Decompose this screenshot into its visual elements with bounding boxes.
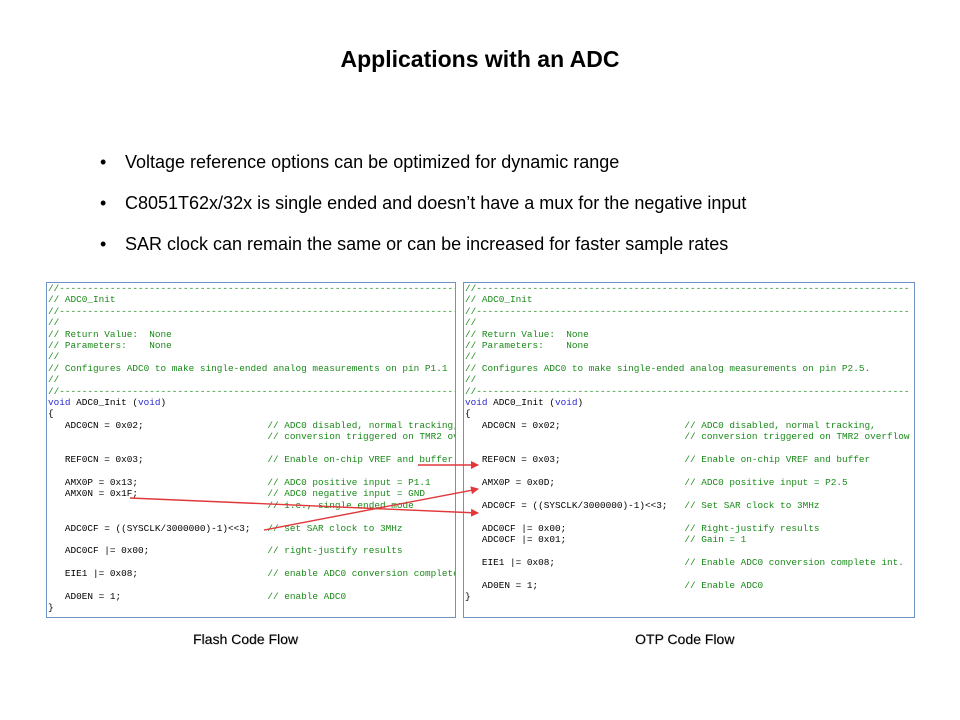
code-line: ADC0CN = 0x02; // ADC0 disabled, normal … [465, 419, 876, 431]
flash-code-listing: //--------------------------------------… [47, 283, 456, 614]
code-line: // [48, 317, 60, 329]
code-line: void ADC0_Init (void) [48, 397, 167, 409]
code-line: ​ [465, 545, 909, 556]
code-line: //--------------------------------------… [48, 385, 456, 397]
code-line: ​ [465, 568, 909, 579]
code-line: ​ [465, 443, 909, 454]
code-line: // [465, 317, 477, 329]
code-line: // i.e., single ended mode [267, 499, 414, 511]
code-line: AD0EN = 1; // Enable ADC0 [465, 579, 764, 591]
code-line: // Return Value: None [465, 328, 589, 340]
code-line: //--------------------------------------… [465, 385, 910, 397]
bullet-text: Voltage reference options can be optimiz… [125, 152, 620, 172]
code-line: // [48, 374, 60, 386]
code-line: AMX0P = 0x13; // ADC0 positive input = P… [48, 476, 431, 488]
code-line: // ADC0_Init [48, 294, 116, 306]
code-line: ​ [465, 511, 909, 522]
code-line: ​ [48, 511, 455, 522]
otp-code-panel: //--------------------------------------… [463, 282, 915, 618]
code-line: ​ [465, 466, 909, 477]
code-line: AD0EN = 1; // enable ADC0 [48, 590, 347, 602]
bullet-item: • SAR clock can remain the same or can be… [98, 232, 746, 273]
code-line: // Parameters: None [465, 340, 589, 352]
code-line: // [48, 351, 60, 363]
code-line: // conversion triggered on TMR2 overflow [684, 431, 910, 443]
bullet-item: • C8051T62x/32x is single ended and doesn… [98, 191, 746, 232]
code-line: ​ [48, 557, 455, 568]
code-line: // Configures ADC0 to make single-ended … [48, 362, 448, 374]
code-line: ADC0CF |= 0x00; // right-justify results [48, 545, 403, 557]
code-line: ADC0CF |= 0x01; // Gain = 1 [465, 533, 747, 545]
code-line: AMX0P = 0x0D; // ADC0 positive input = P… [465, 476, 848, 488]
code-line: ADC0CN = 0x02; // ADC0 disabled, normal … [48, 419, 456, 431]
bullet-dot-icon: • [100, 152, 107, 172]
bullet-text: SAR clock can remain the same or can be … [125, 234, 729, 254]
code-line: //--------------------------------------… [465, 283, 910, 294]
code-line: //--------------------------------------… [465, 305, 910, 317]
code-line: ​ [48, 466, 455, 477]
otp-code-listing: //--------------------------------------… [464, 283, 909, 602]
code-line: { [48, 408, 54, 420]
code-line: } [465, 590, 471, 602]
bullet-item: • Voltage reference options can be optimi… [98, 150, 746, 191]
code-line: REF0CN = 0x03; // Enable on-chip VREF an… [465, 454, 871, 466]
code-line: ADC0CF = ((SYSCLK/3000000)-1)<<3; // Set… [465, 499, 820, 511]
bullet-dot-icon: • [100, 234, 107, 254]
code-line: // conversion triggered on TMR2 overflow [267, 431, 455, 443]
code-line: //--------------------------------------… [48, 305, 456, 317]
code-line: { [465, 408, 471, 420]
slide-title: Applications with an ADC [340, 46, 620, 72]
flash-code-panel: //--------------------------------------… [46, 282, 456, 618]
code-line: } [48, 602, 54, 614]
code-line: ​ [465, 488, 909, 499]
code-line: // Parameters: None [48, 340, 172, 352]
bullet-dot-icon: • [100, 193, 107, 213]
code-line: // ADC0_Init [465, 294, 533, 306]
code-line: ​ [48, 580, 455, 591]
code-line: // [465, 374, 477, 386]
code-line: REF0CN = 0x03; // Enable on-chip VREF an… [48, 454, 454, 466]
code-line: //--------------------------------------… [48, 283, 456, 294]
code-line: ​ [48, 534, 455, 545]
code-line: ADC0CF |= 0x00; // Right-justify results [465, 522, 820, 534]
code-line: AMX0N = 0x1F; // ADC0 negative input = G… [48, 488, 425, 500]
code-line: ​ [48, 443, 455, 454]
code-line: void ADC0_Init (void) [465, 397, 584, 409]
otp-code-caption: OTP Code Flow [635, 631, 735, 647]
code-line: // Configures ADC0 to make single-ended … [465, 362, 871, 374]
code-line: // Return Value: None [48, 328, 172, 340]
bullet-text: C8051T62x/32x is single ended and doesn’… [125, 193, 747, 213]
code-line: EIE1 |= 0x08; // enable ADC0 conversion … [48, 568, 456, 580]
code-line: ADC0CF = ((SYSCLK/3000000)-1)<<3; // set… [48, 522, 403, 534]
bullet-list: • Voltage reference options can be optimi… [98, 150, 746, 273]
flash-code-caption: Flash Code Flow [193, 631, 299, 647]
code-line: EIE1 |= 0x08; // Enable ADC0 conversion … [465, 556, 904, 568]
code-line: // [465, 351, 477, 363]
